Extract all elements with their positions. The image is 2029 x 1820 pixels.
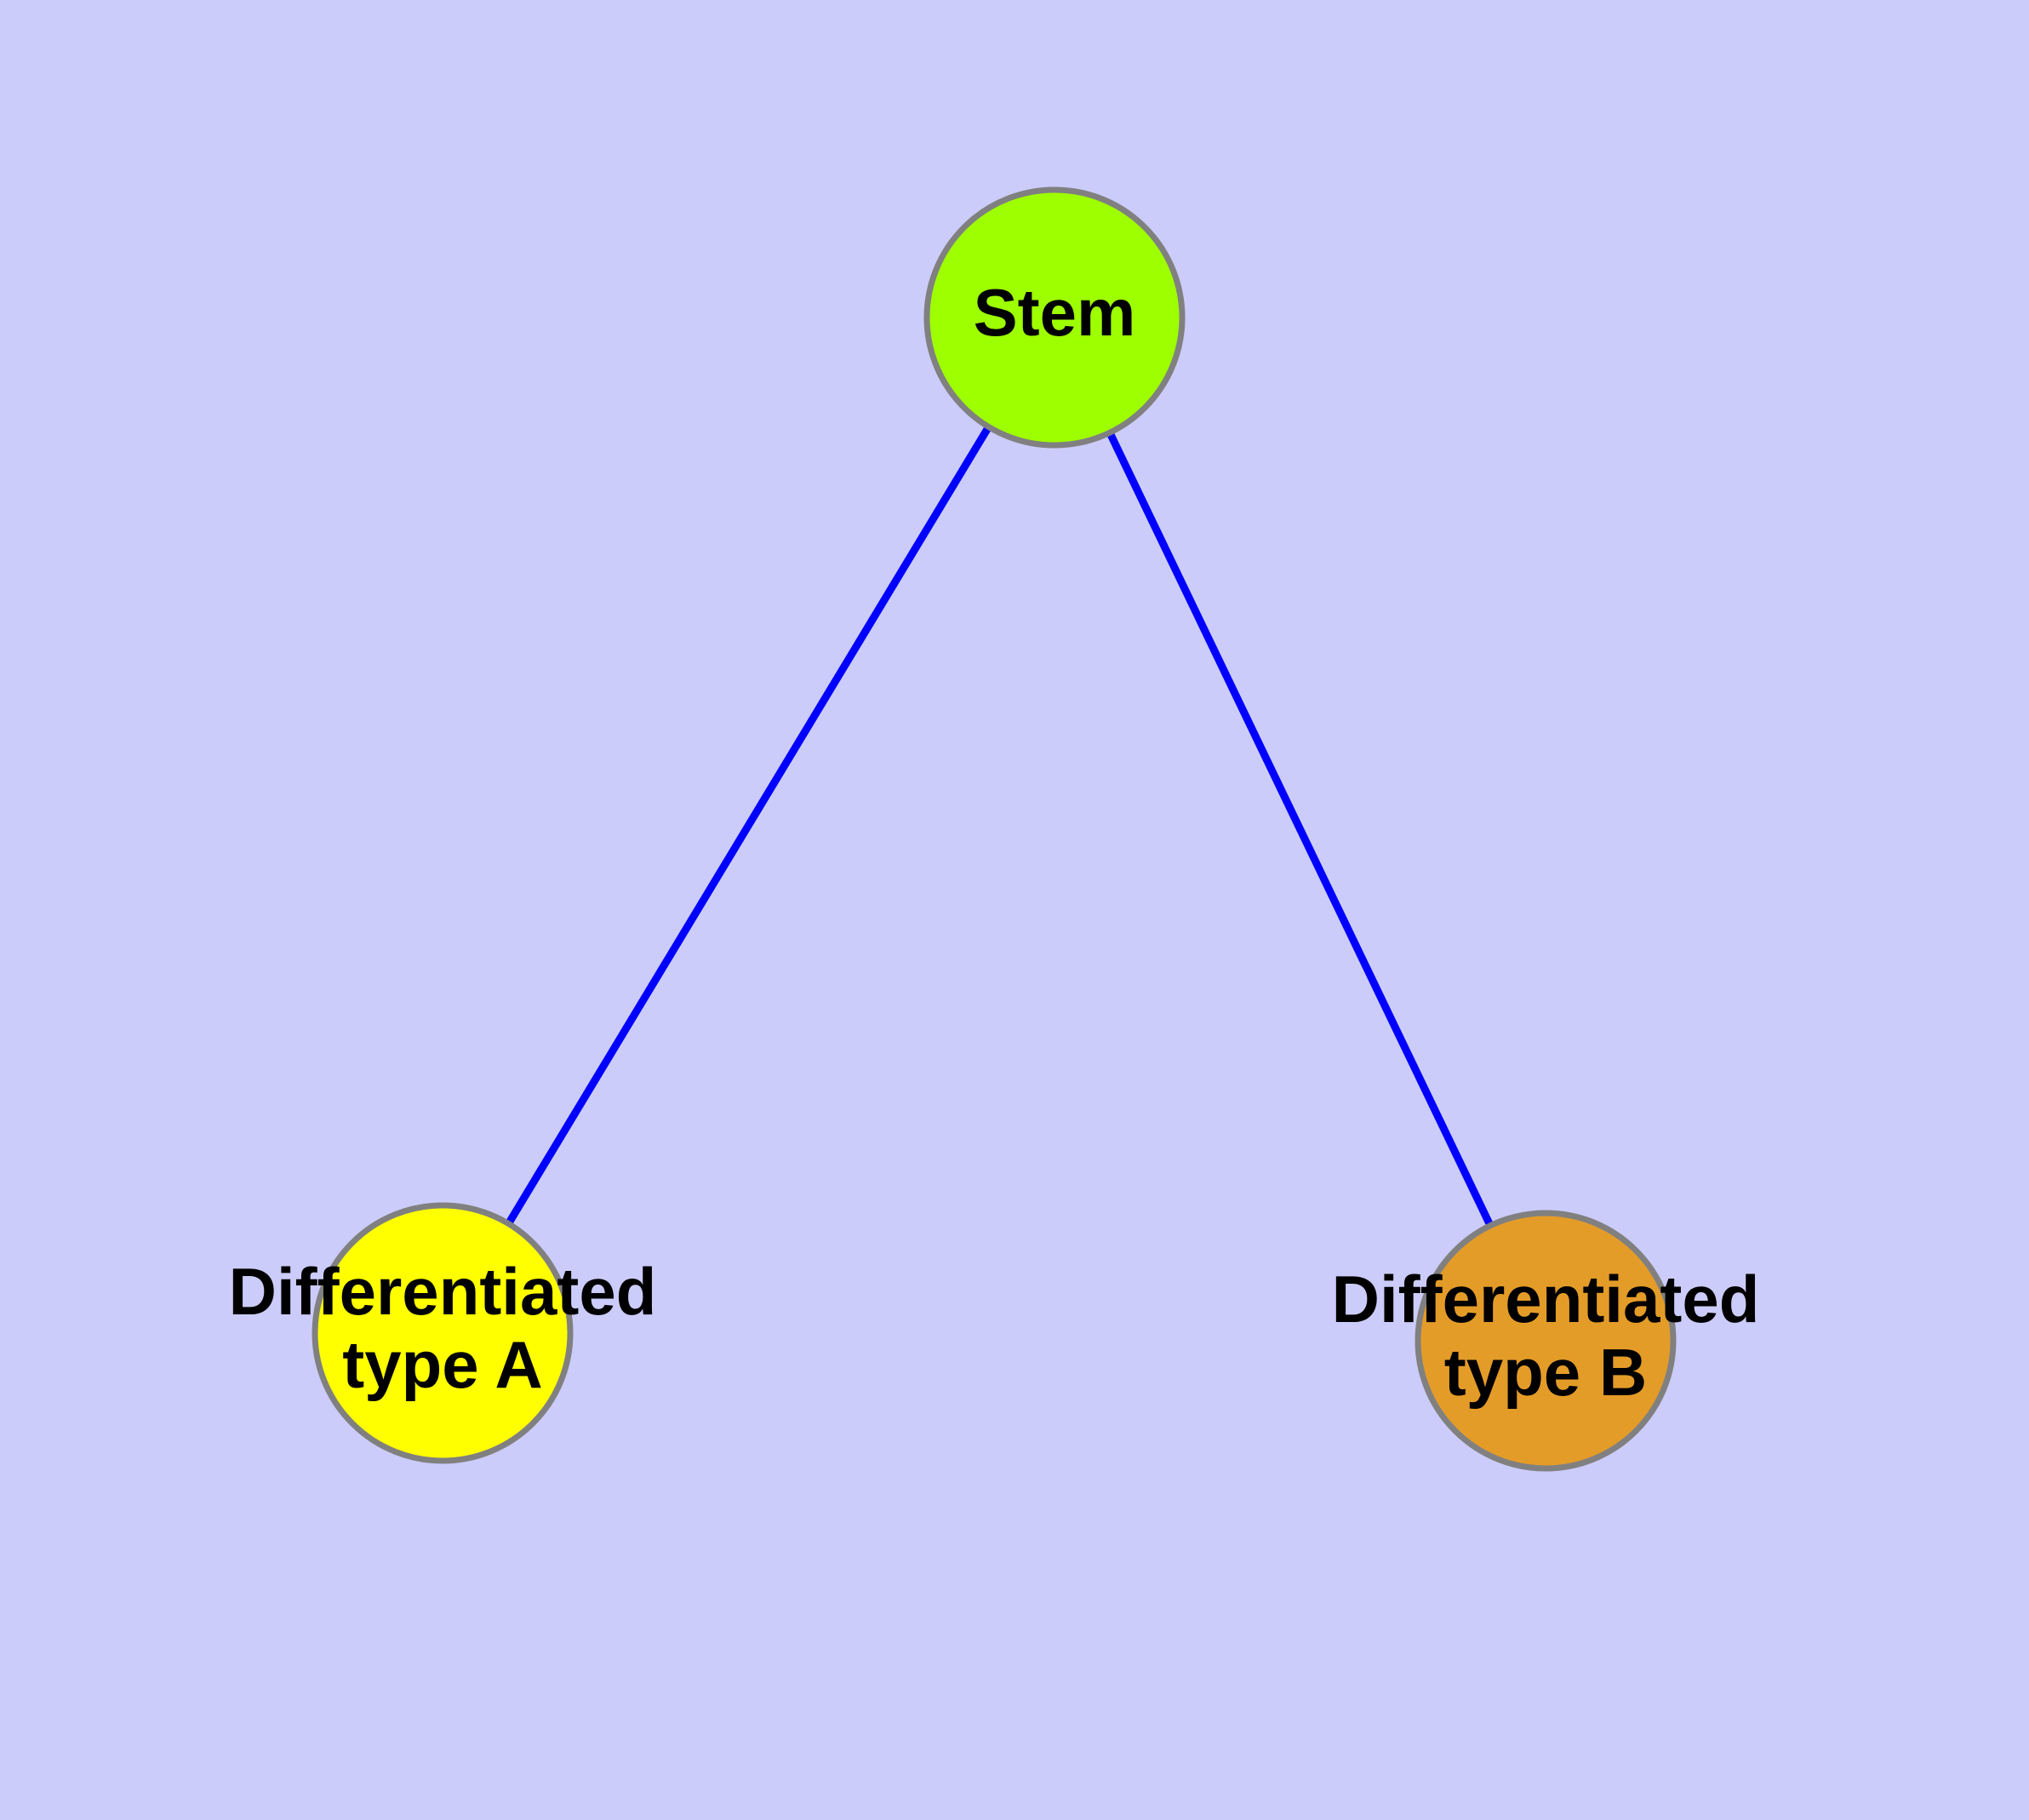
node-label-line: Stem: [974, 275, 1136, 350]
node-label-line: type B: [1444, 1335, 1647, 1410]
nodes-layer: [311, 186, 1677, 1472]
node-diff-a[interactable]: [311, 1202, 574, 1464]
edge-stem-to-diff-a[interactable]: [503, 422, 994, 1228]
edges-layer: [503, 422, 1495, 1230]
node-label-stem: Stem: [974, 275, 1136, 350]
node-stem[interactable]: [923, 186, 1186, 449]
node-diff-b[interactable]: [1415, 1210, 1677, 1472]
node-label-line: type A: [342, 1327, 543, 1402]
node-label-line: Differentiated: [229, 1254, 657, 1329]
node-label-line: Differentiated: [1332, 1262, 1760, 1336]
edge-stem-to-diff-b[interactable]: [1105, 428, 1495, 1230]
